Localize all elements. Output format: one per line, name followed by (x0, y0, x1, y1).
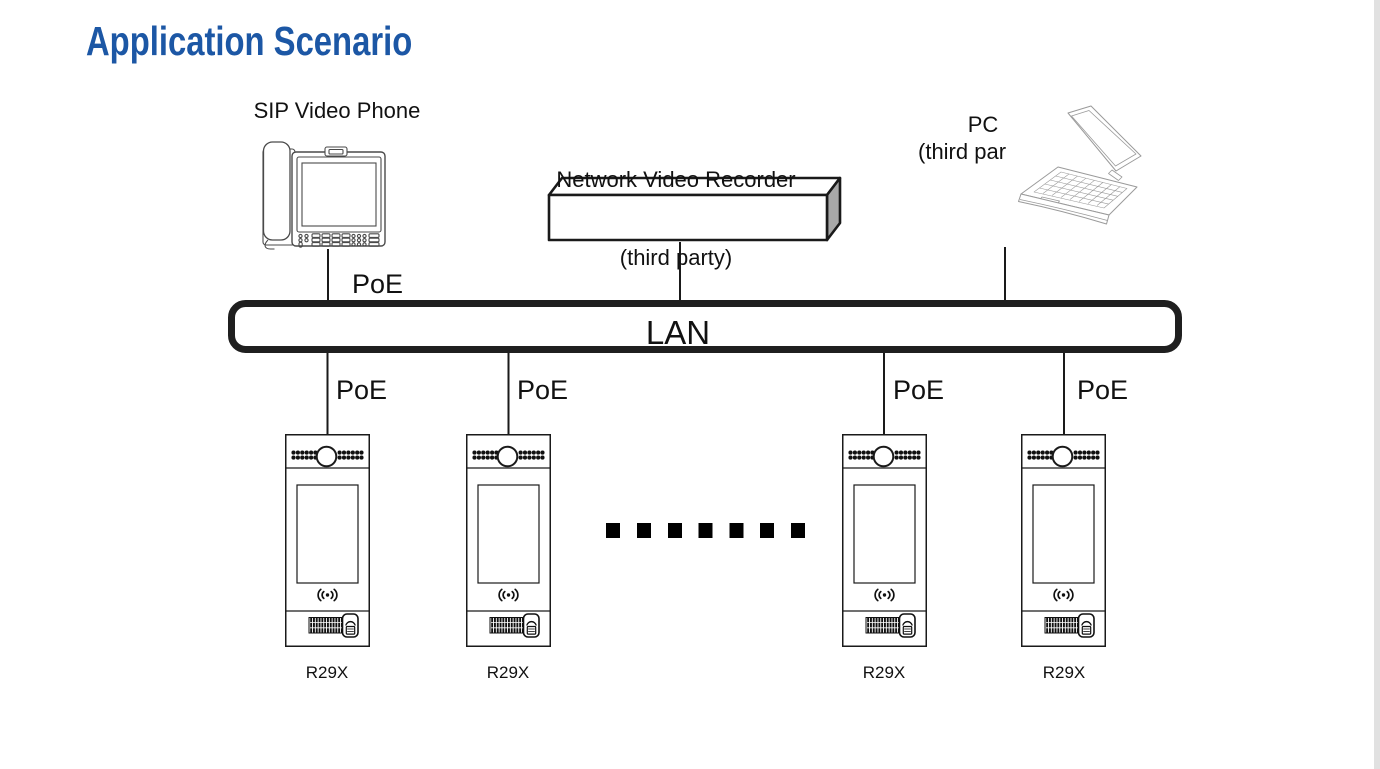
poe-label-device2: PoE (517, 375, 569, 405)
r29x-label-1: R29X (305, 663, 349, 682)
connector-lines (326, 242, 1065, 435)
r29x-label-3: R29X (862, 663, 906, 682)
laptop-illustration (1018, 105, 1142, 225)
nvr-label-line2: (third party) (619, 245, 733, 270)
pc-label: PC (967, 112, 999, 137)
lan-label: LAN (645, 314, 711, 351)
page-title: Application Scenario (86, 18, 413, 64)
poe-label-phone: PoE (352, 269, 404, 299)
r29x-device-3 (841, 433, 928, 648)
poe-label-device4: PoE (1077, 375, 1129, 405)
laptop-keyboard (1033, 171, 1128, 209)
r29x-device-4 (1020, 433, 1107, 648)
nvr-label-line1: Network Video Recorder (556, 167, 796, 192)
lan-bus (228, 300, 1182, 353)
phone-handset (262, 141, 291, 250)
pc-label-line2: (third par (918, 139, 1007, 164)
r29x-device-1 (284, 433, 371, 648)
ellipsis-dots (606, 523, 805, 538)
r29x-label-4: R29X (1042, 663, 1086, 682)
nvr-label: Network Video Recorder (third party) (556, 115, 796, 323)
poe-label-device1: PoE (336, 375, 388, 405)
poe-label-device3: PoE (893, 375, 945, 405)
sip-phone-illustration (262, 141, 386, 250)
r29x-label-2: R29X (486, 663, 530, 682)
nvr-illustration (547, 176, 842, 242)
sip-phone-label: SIP Video Phone (253, 98, 421, 123)
phone-keypad (298, 233, 380, 248)
page-edge (1374, 0, 1380, 769)
r29x-device-2 (465, 433, 552, 648)
